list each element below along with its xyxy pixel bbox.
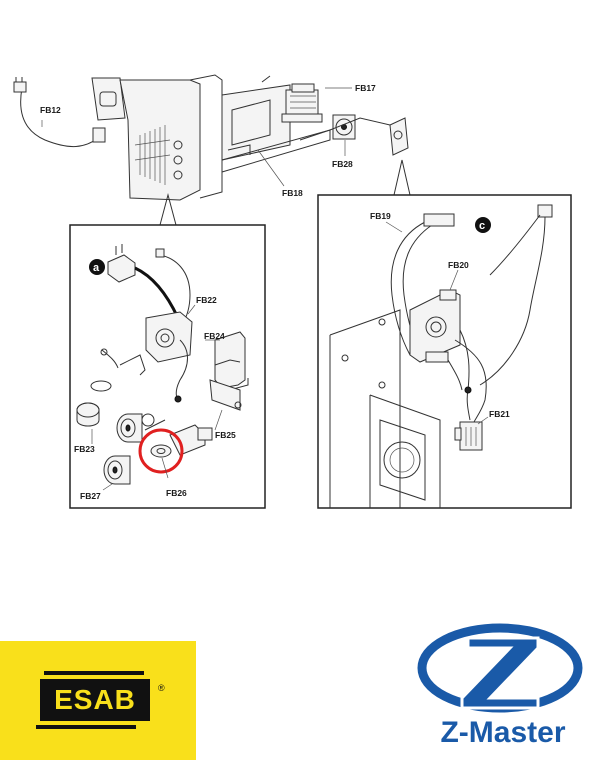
label-fb28: FB28 — [332, 159, 353, 169]
label-fb12: FB12 — [40, 105, 61, 115]
cooling-fan — [332, 114, 356, 140]
vent-grille — [134, 125, 171, 185]
leader-lines-right — [385, 221, 489, 425]
highlight-circle — [138, 428, 184, 474]
label-fb24: FB24 — [204, 331, 225, 341]
label-fb21: FB21 — [489, 409, 510, 419]
leader-lines-top — [41, 87, 352, 187]
callout-a-text: a — [93, 262, 100, 274]
zmaster-logo-mark — [417, 623, 583, 713]
right-detail-parts: c — [329, 204, 553, 508]
label-fb22: FB22 — [196, 295, 217, 305]
bracket — [389, 117, 409, 156]
connector-fb21 — [454, 421, 483, 451]
label-fb20: FB20 — [448, 260, 469, 270]
label-fb26: FB26 — [166, 488, 187, 498]
left-detail-parts: a — [76, 244, 249, 485]
exploded-parts-diagram: FB12 FB17 FB28 FB18 a — [13, 74, 572, 509]
label-fb27: FB27 — [80, 491, 101, 501]
label-fb17: FB17 — [355, 83, 376, 93]
callout-a — [89, 259, 105, 275]
transformer — [281, 83, 323, 123]
esab-stripe-top — [44, 671, 144, 675]
callout-c — [475, 217, 491, 233]
esab-stripe-bottom — [36, 725, 136, 729]
esab-logo-box: ESAB — [40, 679, 150, 721]
esab-logo: ESAB ® — [0, 641, 196, 760]
callout-c-text: c — [479, 220, 485, 232]
leader-lines-left — [91, 304, 223, 491]
esab-registered-mark: ® — [158, 683, 165, 693]
esab-logo-text: ESAB — [54, 684, 136, 715]
label-fb23: FB23 — [74, 444, 95, 454]
label-fb25: FB25 — [215, 430, 236, 440]
label-fb18: FB18 — [282, 188, 303, 198]
label-fb19: FB19 — [370, 211, 391, 221]
machine-housing — [13, 74, 409, 201]
zmaster-logo-text: Z-Master — [440, 716, 566, 749]
